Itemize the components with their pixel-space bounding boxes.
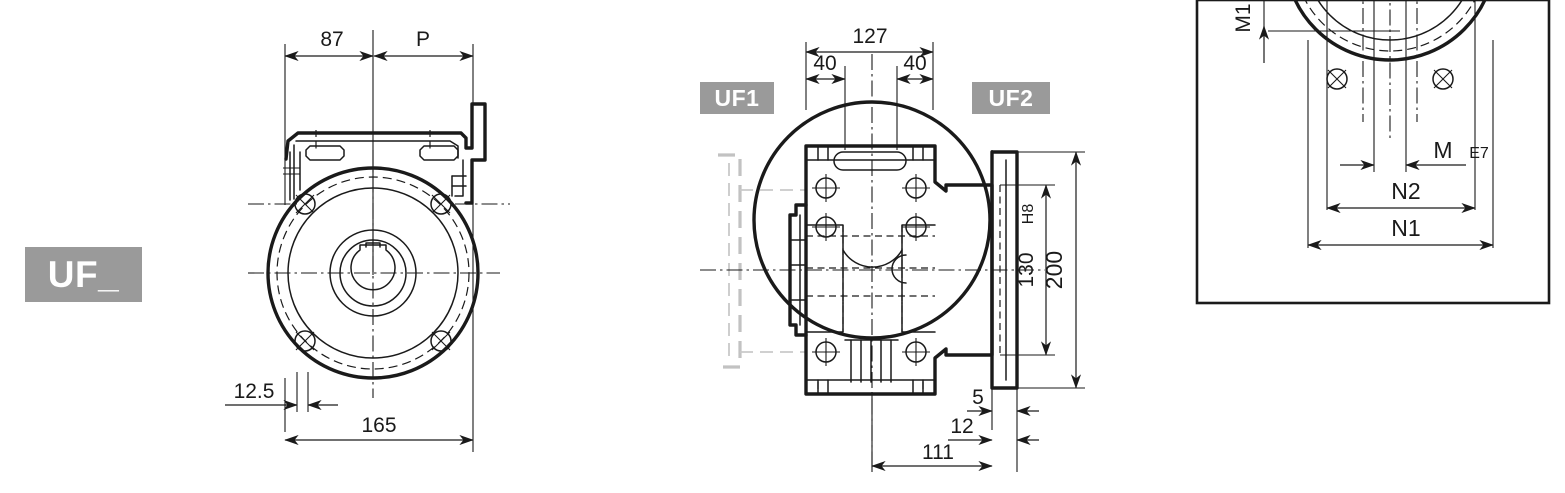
dim-40-right: 40 <box>896 52 934 85</box>
dim-165-label: 165 <box>361 414 396 437</box>
dim-P: P <box>373 28 474 62</box>
dim-111: 111 <box>871 441 993 472</box>
dim-130-label: 130 <box>1015 252 1038 287</box>
dim-200: 200 <box>1041 151 1082 389</box>
dim-M-label: M <box>1433 137 1452 163</box>
inset-frame <box>1195 0 1551 305</box>
middle-bottom-extension-lines <box>871 150 1018 472</box>
dim-N2-label: N2 <box>1391 178 1420 204</box>
body-bolt-boss <box>812 338 840 366</box>
inset-group: M1 M E7 N2 N1 <box>1195 0 1551 305</box>
dim-N1-label: N1 <box>1391 215 1420 241</box>
left-housing-outline <box>283 102 487 205</box>
dim-200-label: 200 <box>1041 251 1067 289</box>
dim-N1: N1 <box>1307 215 1494 251</box>
body-bolt-boss <box>812 174 840 202</box>
bolt-hole <box>430 330 452 352</box>
left-centre-lines <box>248 150 510 398</box>
middle-view-group: 127 40 40 130 H8 <box>700 25 1085 472</box>
dim-130-h8: 130 H8 <box>1015 184 1052 356</box>
dim-M-tolerance: E7 <box>1469 145 1489 162</box>
bolt-hole <box>294 330 316 352</box>
dim-12-label: 12 <box>950 415 973 438</box>
dim-87-label: 87 <box>320 28 343 51</box>
dim-5: 5 <box>967 386 1039 417</box>
badge-uf: UF_ <box>25 247 142 302</box>
dim-M1-label: M1 <box>1232 3 1255 32</box>
dim-111-label: 111 <box>922 441 954 464</box>
left-extension-lines <box>284 30 474 275</box>
dim-12: 12 <box>948 415 1039 446</box>
inset-bolt-hole <box>1432 68 1454 90</box>
dim-12-5: 12.5 <box>225 380 338 411</box>
dim-5-label: 5 <box>972 386 984 409</box>
dim-40-left-label: 40 <box>813 52 836 75</box>
badge-uf2: UF2 <box>972 82 1050 114</box>
dim-165: 165 <box>284 414 474 446</box>
uf1-phantom-flange <box>718 153 806 369</box>
body-bolt-boss <box>902 174 930 202</box>
dim-N2: N2 <box>1326 178 1476 214</box>
left-view-group: 87 P <box>225 28 510 452</box>
dim-40-right-label: 40 <box>903 52 926 75</box>
inset-extension-lines <box>1263 0 1494 248</box>
dim-M1: M1 <box>1232 3 1270 63</box>
bolt-hole <box>294 193 316 215</box>
body-bolt-boss <box>902 338 930 366</box>
body-bolt-boss <box>902 213 930 241</box>
body-bolt-boss <box>812 213 840 241</box>
inset-bolt-hole <box>1326 68 1348 90</box>
dim-40-left: 40 <box>805 52 846 85</box>
dim-127: 127 <box>805 25 934 58</box>
bolt-hole <box>430 193 452 215</box>
badge-uf1: UF1 <box>700 82 774 114</box>
dim-P-label: P <box>416 28 430 51</box>
inset-flange-outer-arc <box>1293 0 1487 62</box>
dim-130-tolerance: H8 <box>1020 204 1037 225</box>
dim-M-E7: M E7 <box>1340 137 1489 171</box>
dim-127-label: 127 <box>852 25 887 48</box>
dim-12-5-label: 12.5 <box>234 380 275 403</box>
dim-87: 87 <box>284 28 374 62</box>
